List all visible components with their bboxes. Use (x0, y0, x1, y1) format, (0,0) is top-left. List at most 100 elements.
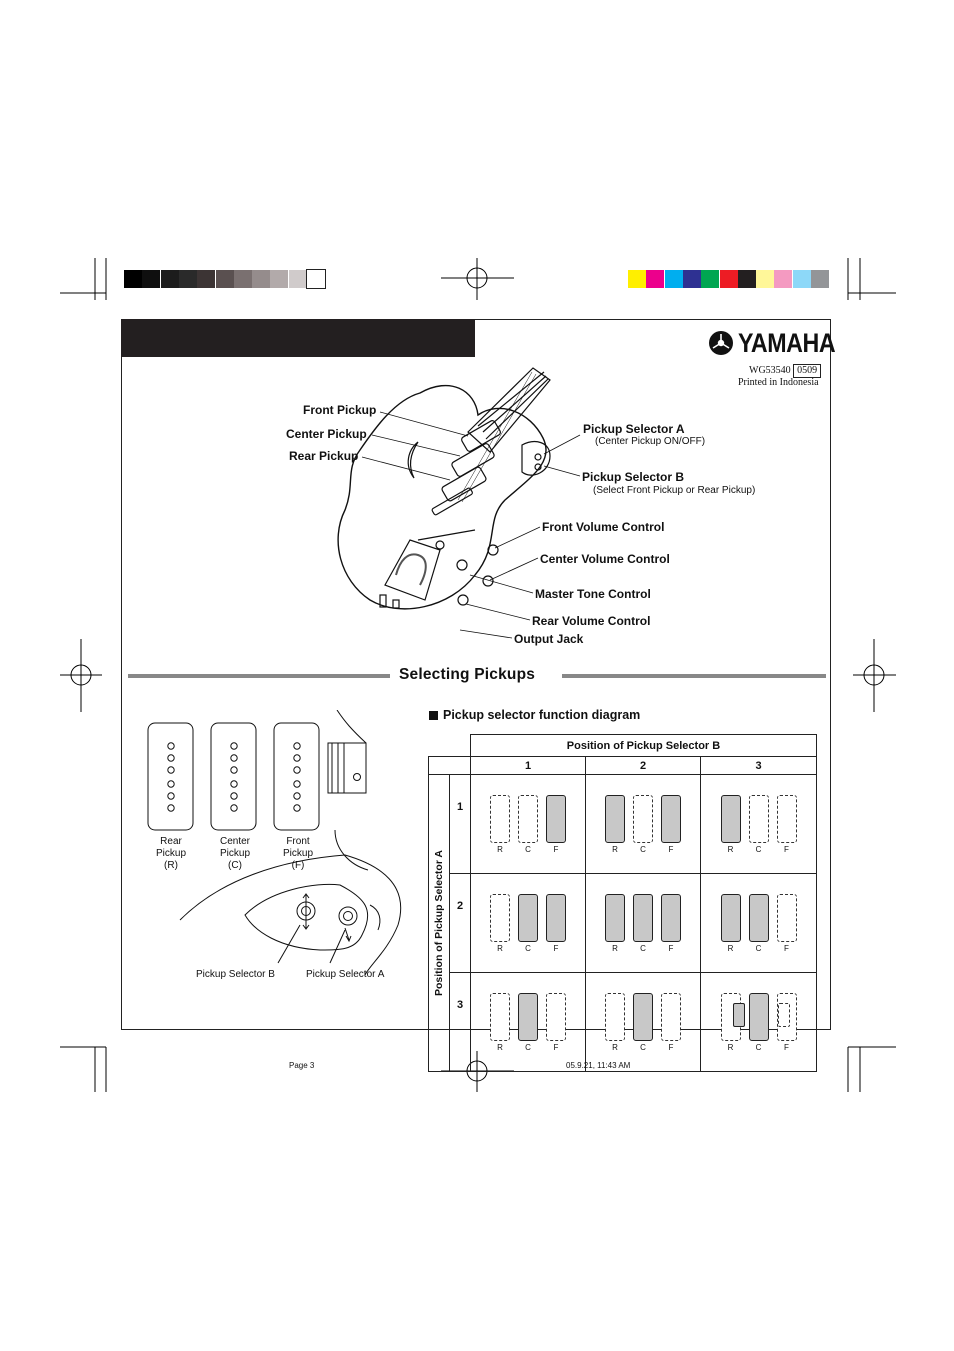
pickup-letter: C (525, 1042, 531, 1052)
pickup-f-off (546, 992, 566, 1041)
pickup-letter: C (640, 1042, 646, 1052)
swatch (306, 269, 326, 289)
label-front-pickup: Front Pickup (303, 403, 377, 417)
label-selector-a: Pickup Selector A (583, 422, 685, 436)
closeup-front-line1: Front (286, 836, 310, 847)
pickup-c-on (748, 893, 769, 942)
pickup-letter: R (497, 1042, 503, 1052)
legend-off-swatch (778, 1003, 790, 1027)
pickup-r-off (605, 992, 625, 1041)
closeup-front-label: Front Pickup (F) (276, 836, 320, 872)
swatch (628, 270, 646, 288)
pickup-letter: F (553, 943, 559, 953)
pickup-letter: F (784, 1042, 789, 1052)
pickup-f-off (776, 794, 797, 843)
pickup-c-on (518, 992, 538, 1041)
pickup-letter: C (640, 943, 646, 953)
closeup-center-label: Center Pickup (C) (213, 836, 257, 872)
pickup-f-on (546, 794, 566, 843)
brand-name: YAMAHA (738, 327, 836, 358)
swatch (811, 270, 829, 288)
pickup-f-off (776, 893, 797, 942)
closeup-center-line2: Pickup (219, 848, 250, 859)
diagram-heading: Pickup selector function diagram (429, 708, 640, 722)
pickup-letter: F (668, 943, 674, 953)
pickup-letter: R (612, 844, 618, 854)
closeup-rear-line1: Rear (160, 836, 182, 847)
label-selector-b: Pickup Selector B (582, 470, 685, 484)
pickup-letter: R (727, 844, 734, 854)
pickup-letter: F (784, 943, 789, 953)
swatch (664, 270, 683, 288)
pickup-letter: C (755, 943, 762, 953)
pickup-r-off (490, 992, 510, 1041)
swatch (701, 270, 720, 288)
col-header-2: 2 (585, 756, 701, 775)
pickup-c-off (518, 794, 538, 843)
pickup-letter: F (668, 1042, 674, 1052)
pickup-c-off (633, 794, 653, 843)
pickup-letter: R (497, 844, 503, 854)
label-output-jack: Output Jack (514, 632, 584, 646)
header-selector-b: Position of Pickup Selector B (470, 734, 817, 757)
col-header-1: 1 (470, 756, 586, 775)
label-center-volume: Center Volume Control (540, 552, 670, 566)
pickup-c-on (748, 992, 769, 1041)
swatch (646, 270, 665, 288)
square-bullet-icon (429, 710, 438, 720)
row-header-1: 1 (449, 774, 471, 874)
pickup-f-off (776, 992, 797, 1041)
pickup-f-off (661, 992, 681, 1041)
note-selector-a: (Center Pickup ON/OFF) (595, 436, 706, 447)
swatch (737, 270, 756, 288)
pickup-c-off (748, 794, 769, 843)
pickup-r-on (720, 893, 741, 942)
swatch (197, 270, 216, 288)
closeup-front-line2: Pickup (282, 848, 313, 859)
closeup-front-line3: (F) (291, 860, 305, 871)
row-header-2: 2 (449, 873, 471, 973)
pickup-c-on (633, 992, 653, 1041)
pickup-f-on (546, 893, 566, 942)
swatch (288, 270, 307, 288)
section-title: Selecting Pickups (399, 666, 536, 683)
footer-page: Page 3 (289, 1061, 315, 1070)
pickup-letter: F (553, 1042, 559, 1052)
pickup-letter: R (497, 943, 503, 953)
header-selector-a: Position of Pickup Selector A (433, 849, 445, 997)
pickup-f-on (661, 794, 681, 843)
label-center-pickup: Center Pickup (286, 427, 367, 441)
model-code: WG53540 0509 (749, 364, 822, 378)
closeup-selector-a-label: Pickup Selector A (306, 969, 385, 980)
closeup-rear-line2: Pickup (155, 848, 186, 859)
diagram-heading-text: Pickup selector function diagram (443, 708, 641, 722)
section-rule-right (562, 674, 826, 678)
closeup-center-line1: Center (219, 836, 250, 847)
label-rear-volume: Rear Volume Control (532, 614, 651, 628)
swatch (270, 270, 289, 288)
pickup-closeup-illustration (147, 710, 402, 976)
closeup-selector-b-label: Pickup Selector B (196, 969, 275, 980)
swatch (792, 270, 811, 288)
yamaha-logo: YAMAHA (708, 328, 851, 358)
col-header-3: 3 (700, 756, 817, 775)
swatch (233, 270, 252, 288)
pickup-letter: F (784, 844, 789, 854)
swatch (756, 270, 775, 288)
swatch (682, 270, 701, 288)
pickup-letter: R (612, 1042, 618, 1052)
swatch (215, 270, 234, 288)
pickup-function-table: Position of Pickup Selector B 1 2 3 Posi… (428, 734, 817, 1072)
pickup-letter: R (612, 943, 618, 953)
pickup-c-on (518, 893, 538, 942)
swatch (252, 270, 271, 288)
guitar-illustration (337, 367, 581, 639)
